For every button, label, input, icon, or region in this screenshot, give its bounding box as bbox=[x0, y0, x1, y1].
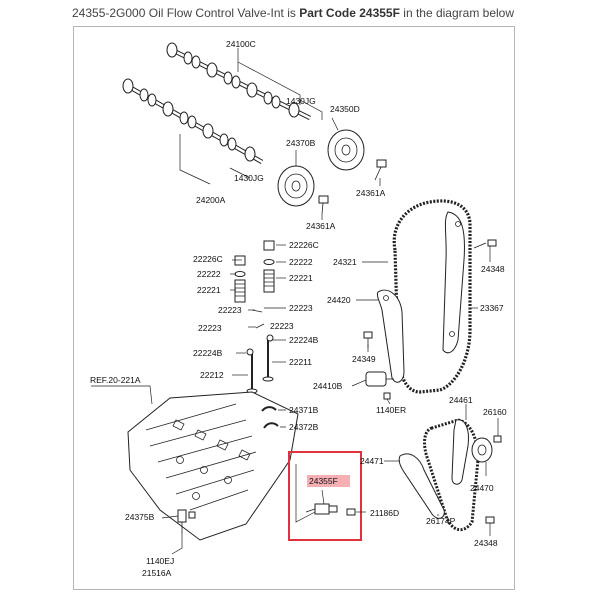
hose-24371B[interactable] bbox=[261, 406, 277, 412]
label-1140EJ: 1140EJ bbox=[146, 556, 174, 566]
label-22212: 22212 bbox=[200, 370, 224, 380]
label-22211: 22211 bbox=[289, 357, 312, 367]
caption-prefix: 24355-2G000 Oil Flow Control Valve-Int i… bbox=[72, 6, 300, 20]
sprocket-bolt-upper[interactable] bbox=[374, 159, 387, 181]
oil-pump-sprocket[interactable] bbox=[471, 437, 493, 463]
guide-bolt-24348[interactable] bbox=[473, 239, 497, 249]
label-ref-20-221A: REF.20-221A bbox=[90, 375, 141, 385]
label-22226C-left: 22226C bbox=[193, 254, 223, 264]
sprocket-bolt-lower[interactable] bbox=[318, 195, 329, 215]
exhaust-camshaft[interactable] bbox=[122, 78, 264, 164]
cvvt-sprocket-lower[interactable] bbox=[277, 165, 315, 207]
label-24370B: 24370B bbox=[286, 138, 316, 148]
valve-tappet-lower[interactable] bbox=[234, 255, 246, 266]
chain-guide-right[interactable] bbox=[442, 211, 465, 354]
bolt-24348-lower[interactable] bbox=[485, 516, 495, 524]
caption-suffix: in the diagram below bbox=[399, 6, 515, 20]
caption: 24355-2G000 Oil Flow Control Valve-Int i… bbox=[72, 6, 514, 20]
label-22226C-right: 22226C bbox=[289, 240, 319, 250]
cvvt-sprocket-upper[interactable] bbox=[327, 129, 365, 171]
part-code-highlight-bg bbox=[307, 475, 350, 487]
tensioner-bolt[interactable] bbox=[383, 392, 391, 400]
label-21516A: 21516A bbox=[142, 568, 172, 578]
label-24372B: 24372B bbox=[289, 422, 319, 432]
label-24470: 24470 bbox=[470, 483, 494, 493]
lower-guide-24461[interactable] bbox=[451, 419, 469, 485]
lower-tensioner-arm[interactable] bbox=[398, 453, 445, 519]
oil-flow-control-valve[interactable] bbox=[305, 503, 338, 515]
bolt-1140EJ[interactable] bbox=[188, 511, 196, 519]
label-24355F[interactable]: 24355F bbox=[309, 476, 338, 486]
chain-tensioner[interactable] bbox=[365, 371, 394, 387]
label-24349: 24349 bbox=[352, 354, 376, 364]
label-22223-mid: 22223 bbox=[270, 321, 294, 331]
label-24348-upper: 24348 bbox=[481, 264, 505, 274]
label-22221-right: 22221 bbox=[289, 273, 313, 283]
label-24100C: 24100C bbox=[226, 39, 256, 49]
label-26160: 26160 bbox=[483, 407, 507, 417]
valve-spring-lower[interactable] bbox=[234, 279, 246, 303]
label-22223-right: 22223 bbox=[289, 303, 313, 313]
valve-upper[interactable] bbox=[262, 340, 274, 382]
label-24350D: 24350D bbox=[330, 104, 360, 114]
label-24361A-upper: 24361A bbox=[356, 188, 386, 198]
label-23367: 23367 bbox=[480, 303, 504, 313]
bolt-26160[interactable] bbox=[493, 435, 502, 443]
retainer-upper[interactable] bbox=[263, 259, 275, 265]
chain-tensioner-arm[interactable] bbox=[377, 289, 405, 383]
valve-seal[interactable] bbox=[246, 334, 274, 356]
sensor-24375B[interactable] bbox=[177, 509, 187, 534]
diagram-frame bbox=[73, 26, 515, 590]
retainer-lower[interactable] bbox=[234, 271, 246, 277]
label-1140ER: 1140ER bbox=[376, 405, 406, 415]
label-24361A-lower: 24361A bbox=[306, 221, 336, 231]
label-24471: 24471 bbox=[360, 456, 384, 466]
label-22223-left: 22223 bbox=[218, 305, 242, 315]
label-26174P: 26174P bbox=[426, 516, 456, 526]
label-24348-lower: 24348 bbox=[474, 538, 498, 548]
caption-part-code: Part Code 24355F bbox=[299, 6, 400, 20]
ocv-bolt[interactable] bbox=[346, 508, 356, 516]
label-1430JG-lower: 1430JG bbox=[234, 173, 264, 183]
intake-camshaft[interactable] bbox=[166, 42, 311, 121]
label-21186D: 21186D bbox=[370, 508, 399, 518]
label-22223-lower: 22223 bbox=[198, 323, 222, 333]
cylinder-head bbox=[127, 391, 299, 541]
label-24420: 24420 bbox=[327, 295, 351, 305]
label-22224B-left: 22224B bbox=[193, 348, 223, 358]
valve-lower[interactable] bbox=[246, 354, 258, 394]
label-24200A: 24200A bbox=[196, 195, 226, 205]
clip-24372B[interactable] bbox=[263, 422, 279, 429]
label-22222-left: 22222 bbox=[197, 269, 221, 279]
label-22224B-right: 22224B bbox=[289, 335, 319, 345]
valve-tappet-upper[interactable] bbox=[263, 240, 275, 251]
ocv-24355F-highlight-box[interactable] bbox=[288, 451, 362, 541]
label-24410B: 24410B bbox=[313, 381, 343, 391]
label-24371B: 24371B bbox=[289, 405, 319, 415]
timing-chain[interactable] bbox=[392, 199, 472, 394]
label-24461: 24461 bbox=[449, 395, 473, 405]
label-22222-right: 22222 bbox=[289, 257, 313, 267]
label-1430JG-upper: 1430JG bbox=[286, 96, 316, 106]
label-24375B: 24375B bbox=[125, 512, 155, 522]
valve-spring-upper[interactable] bbox=[263, 269, 275, 293]
label-24321: 24321 bbox=[333, 257, 357, 267]
label-22221-left: 22221 bbox=[197, 285, 221, 295]
